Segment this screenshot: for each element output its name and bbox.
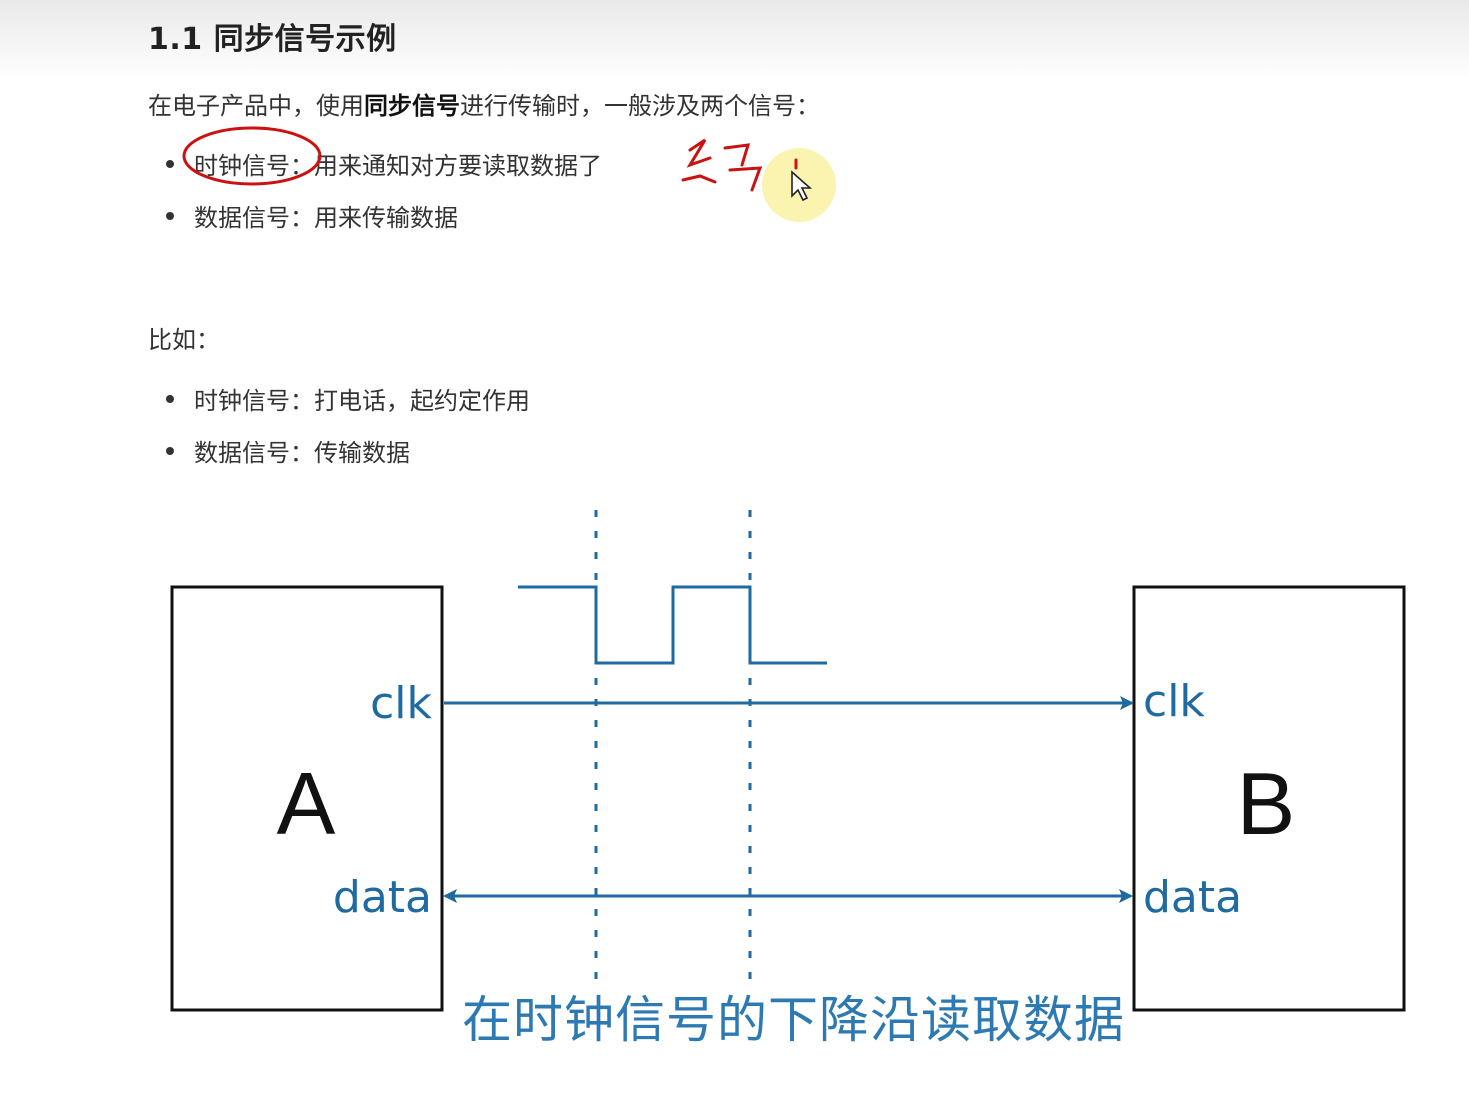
example-label: 比如： bbox=[148, 326, 220, 354]
list-desc: 传输数据 bbox=[314, 439, 410, 467]
list-term: 时钟信号： bbox=[194, 387, 314, 415]
intro-paragraph: 在电子产品中，使用同步信号进行传输时，一般涉及两个信号： bbox=[148, 86, 820, 121]
top-fade bbox=[0, 0, 1469, 80]
list-term: 时钟信号： bbox=[194, 152, 314, 180]
box-a-label: A bbox=[277, 754, 336, 853]
handwriting-scribble bbox=[681, 138, 798, 192]
intro-text-before: 在电子产品中，使用 bbox=[148, 92, 364, 120]
list-item: 时钟信号：用来通知对方要读取数据了 bbox=[166, 146, 602, 181]
list-term: 数据信号： bbox=[194, 439, 314, 467]
list-desc: 用来通知对方要读取数据了 bbox=[314, 152, 602, 180]
bullet-icon bbox=[166, 395, 174, 403]
list-desc: 用来传输数据 bbox=[314, 204, 458, 232]
cursor-icon bbox=[791, 170, 813, 202]
bullet-icon bbox=[166, 447, 174, 455]
box-b-label: B bbox=[1237, 754, 1296, 853]
clk-out-label: clk bbox=[370, 678, 432, 729]
box-b bbox=[1132, 585, 1406, 1012]
data-out-label: data bbox=[333, 872, 432, 923]
clk-in-label: clk bbox=[1143, 676, 1205, 727]
list-term: 数据信号： bbox=[194, 204, 314, 232]
list-item: 数据信号：传输数据 bbox=[166, 433, 410, 468]
clock-waveform bbox=[518, 585, 827, 665]
bullet-icon bbox=[166, 212, 174, 220]
box-a bbox=[170, 585, 444, 1012]
annotation-circle bbox=[182, 126, 322, 186]
intro-text-after: 进行传输时，一般涉及两个信号： bbox=[460, 92, 820, 120]
data-in-label: data bbox=[1143, 872, 1242, 923]
intro-bold: 同步信号 bbox=[364, 92, 460, 120]
page-heading: 1.1 同步信号示例 bbox=[148, 22, 397, 57]
list-item: 数据信号：用来传输数据 bbox=[166, 198, 458, 233]
diagram-caption: 在时钟信号的下降沿读取数据 bbox=[462, 991, 1125, 1049]
list-item: 时钟信号：打电话，起约定作用 bbox=[166, 381, 530, 416]
bullet-icon bbox=[166, 160, 174, 168]
list-desc: 打电话，起约定作用 bbox=[314, 387, 530, 415]
